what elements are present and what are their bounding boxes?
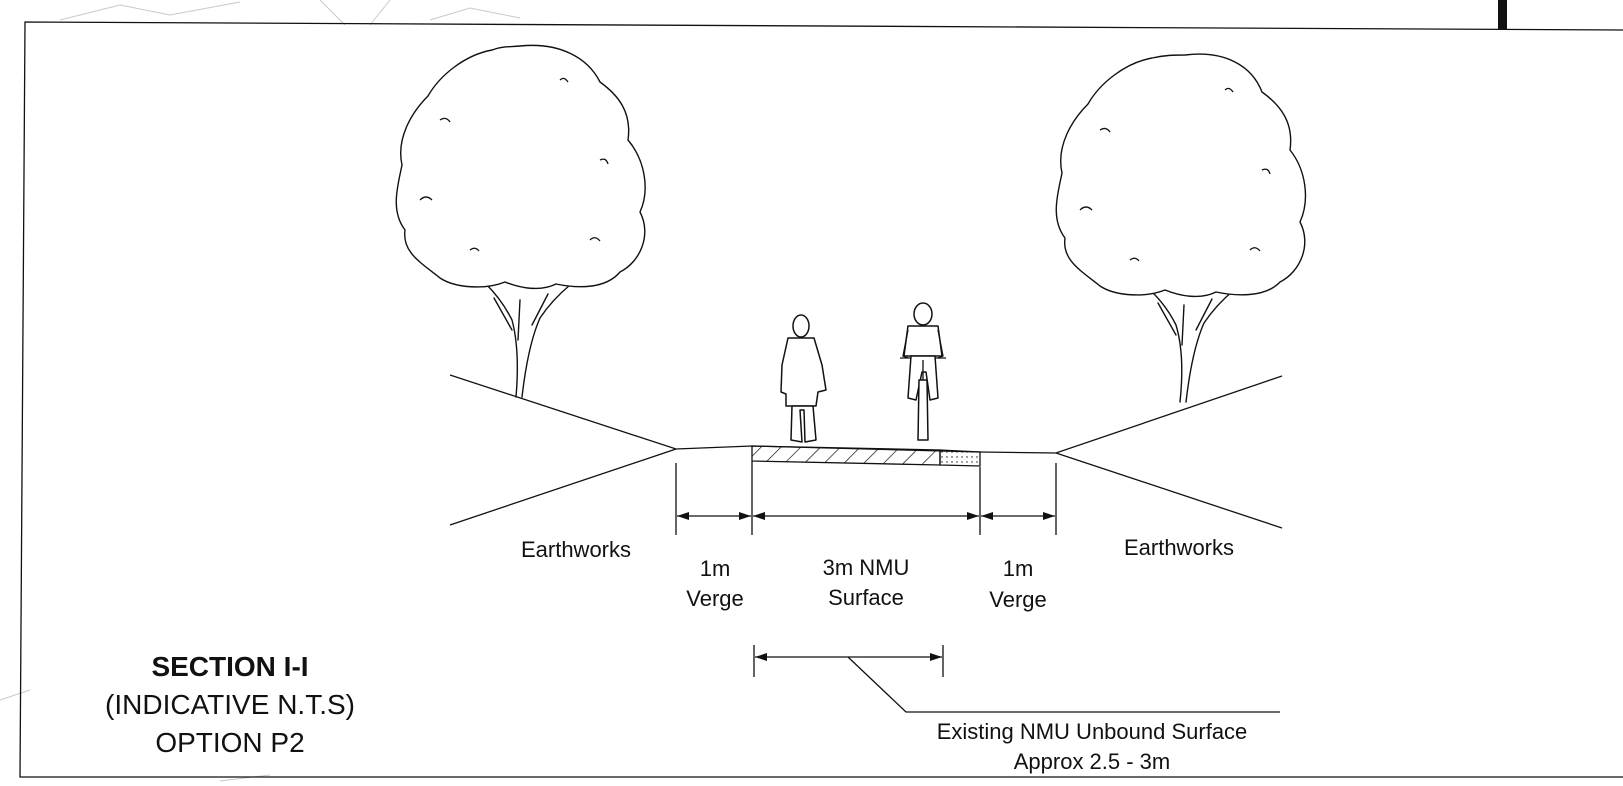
pedestrian-icon <box>780 314 827 443</box>
label-verge-right: Verge <box>989 587 1047 612</box>
background-map-traces <box>0 0 521 782</box>
label-verge-right-width: 1m <box>1003 556 1034 581</box>
label-verge-left: Verge <box>686 586 744 611</box>
tree-left-icon <box>395 44 646 398</box>
extension-lines <box>675 461 1057 535</box>
label-nmu-width: 3m NMU <box>823 555 910 580</box>
drawing-frame <box>19 21 1623 778</box>
nmu-surface-hatch <box>751 445 941 466</box>
leader-line-existing-surface <box>847 656 1280 713</box>
label-existing-surface: Existing NMU Unbound Surface <box>937 719 1248 744</box>
label-existing-surface-width: Approx 2.5 - 3m <box>1014 749 1171 774</box>
cyclist-icon <box>900 302 946 441</box>
tree-right-icon <box>1055 53 1307 403</box>
nmu-unbound-edge <box>939 449 981 467</box>
label-nmu-surface: Surface <box>828 585 904 610</box>
label-earthworks-left: Earthworks <box>521 537 631 562</box>
section-option: OPTION P2 <box>155 727 304 758</box>
label-verge-left-width: 1m <box>700 556 731 581</box>
section-subtitle: (INDICATIVE N.T.S) <box>105 689 355 720</box>
dimension-existing-surface <box>753 645 944 677</box>
label-earthworks-right: Earthworks <box>1124 535 1234 560</box>
title-block-edge <box>1498 0 1507 30</box>
section-title: SECTION I-I <box>151 651 308 682</box>
